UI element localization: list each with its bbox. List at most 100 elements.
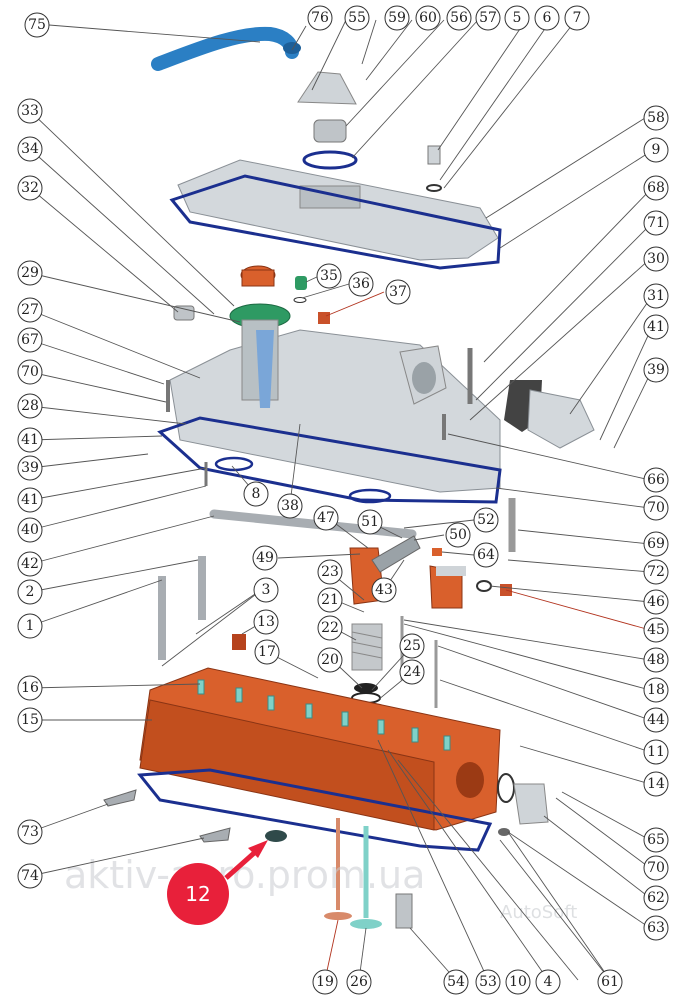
callout-circle <box>317 615 343 641</box>
callout-23: 23 <box>317 559 343 585</box>
callout-number: 18 <box>647 682 665 698</box>
callout-17: 17 <box>254 639 280 665</box>
callout-circle <box>643 855 669 881</box>
callout-number: 40 <box>21 522 39 538</box>
callout-number: 27 <box>21 302 39 318</box>
callout-number: 51 <box>361 514 379 530</box>
callout-circle <box>17 260 43 286</box>
callout-number: 55 <box>348 10 366 26</box>
callout-number: 30 <box>647 251 665 267</box>
callout-number: 63 <box>647 920 665 936</box>
callout-24: 24 <box>399 659 425 685</box>
callout-circle <box>316 263 342 289</box>
callout-number: 66 <box>647 472 665 488</box>
callout-number: 28 <box>21 398 39 414</box>
callout-number: 54 <box>447 974 465 990</box>
callout-circle <box>643 314 669 340</box>
callout-circle <box>643 357 669 383</box>
callout-number: 74 <box>21 868 39 884</box>
callout-45: 45 <box>643 617 669 643</box>
callout-number: 68 <box>647 180 665 196</box>
callout-57: 57 <box>475 5 501 31</box>
callout-circle <box>17 455 43 481</box>
callout-number: 41 <box>647 319 665 335</box>
callout-number: 22 <box>321 620 339 636</box>
callout-number: 53 <box>479 974 497 990</box>
highlight-label: 12 <box>185 882 210 906</box>
callout-61: 61 <box>597 969 623 995</box>
callout-circle <box>643 589 669 615</box>
callout-circle <box>344 5 370 31</box>
callout-circle <box>17 675 43 701</box>
callout-circle <box>17 327 43 353</box>
callout-number: 19 <box>316 974 334 990</box>
highlight-callout-12[interactable]: 12 <box>167 840 268 925</box>
callout-number: 3 <box>262 582 271 598</box>
callout-number: 7 <box>573 10 582 26</box>
callout-circle <box>384 5 410 31</box>
callout-9: 9 <box>643 137 669 163</box>
callout-circle <box>643 210 669 236</box>
callout-7: 7 <box>564 5 590 31</box>
callout-number: 37 <box>389 284 407 300</box>
callout-70a: 70 <box>17 359 43 385</box>
callout-number: 73 <box>21 824 39 840</box>
callout-43: 43 <box>371 577 397 603</box>
callout-circle <box>17 98 43 124</box>
callout-circle <box>17 487 43 513</box>
callout-circle <box>254 639 280 665</box>
callout-circle <box>346 969 372 995</box>
callout-3: 3 <box>253 577 279 603</box>
callout-76: 76 <box>307 5 333 31</box>
callout-number: 8 <box>252 486 261 502</box>
callout-circle <box>399 659 425 685</box>
callout-circle <box>17 136 43 162</box>
callout-number: 23 <box>321 564 339 580</box>
callout-number: 25 <box>403 638 421 654</box>
callout-59: 59 <box>384 5 410 31</box>
callout-number: 11 <box>647 744 665 760</box>
callout-35: 35 <box>316 263 342 289</box>
callout-number: 9 <box>652 142 661 158</box>
callout-number: 46 <box>647 594 665 610</box>
callout-13: 13 <box>253 609 279 635</box>
callout-circle <box>277 493 303 519</box>
callout-circle <box>348 271 374 297</box>
callout-circle <box>17 707 43 733</box>
callout-46: 46 <box>643 589 669 615</box>
callout-18: 18 <box>643 677 669 703</box>
callout-36: 36 <box>348 271 374 297</box>
callout-number: 47 <box>317 510 335 526</box>
callout-number: 65 <box>647 832 665 848</box>
callout-circle <box>643 175 669 201</box>
callout-41b: 41 <box>17 427 43 453</box>
callout-circle <box>443 969 469 995</box>
callout-5: 5 <box>504 5 530 31</box>
callout-11: 11 <box>643 739 669 765</box>
callout-30: 30 <box>643 246 669 272</box>
callout-66: 66 <box>643 467 669 493</box>
callout-number: 59 <box>388 10 406 26</box>
callout-69: 69 <box>643 531 669 557</box>
callout-circle <box>643 246 669 272</box>
callout-circle <box>313 505 339 531</box>
callout-62: 62 <box>643 885 669 911</box>
callout-64: 64 <box>473 542 499 568</box>
callout-circle <box>371 577 397 603</box>
callout-54: 54 <box>443 969 469 995</box>
callout-58: 58 <box>643 105 669 131</box>
callout-27: 27 <box>17 297 43 323</box>
callout-number: 1 <box>26 618 35 634</box>
parts-artwork <box>103 26 595 929</box>
callout-number: 14 <box>647 776 665 792</box>
callout-number: 32 <box>21 180 39 196</box>
callout-circle <box>643 283 669 309</box>
callout-circle <box>564 5 590 31</box>
callout-circle <box>307 5 333 31</box>
callout-number: 29 <box>21 265 39 281</box>
callout-number: 43 <box>375 582 393 598</box>
callout-4: 4 <box>535 969 561 995</box>
callout-1: 1 <box>17 613 43 639</box>
callout-number: 26 <box>350 974 368 990</box>
